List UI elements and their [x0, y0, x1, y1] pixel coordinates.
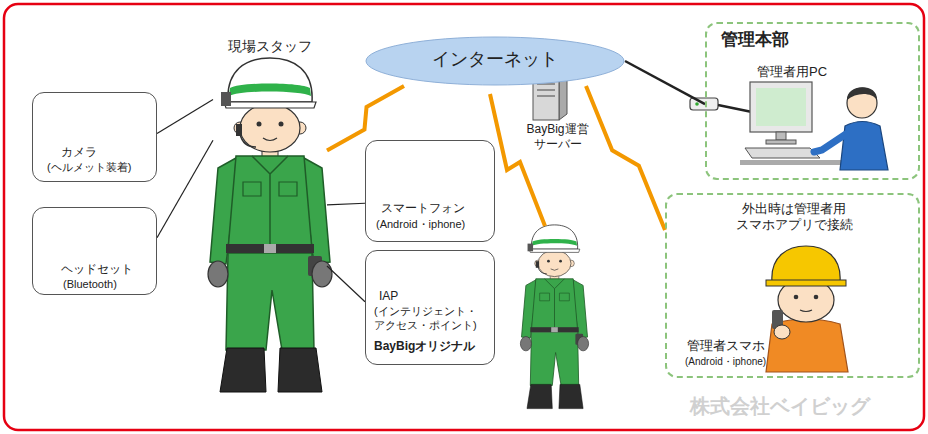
- connector-line: [327, 203, 365, 205]
- manager-eye: [794, 295, 799, 300]
- server-node: BayBig運営 サーバー: [510, 72, 605, 154]
- camera-box: カメラ(ヘルメット装着): [32, 92, 157, 182]
- monitor-base: [766, 140, 796, 144]
- connector-line: [157, 99, 213, 133]
- field-staff-figure: [208, 58, 332, 392]
- wireless-bolt: [586, 86, 665, 230]
- node-text: 管理者スマホ: [687, 338, 765, 354]
- headset-box: ヘッドセット(Bluetooth): [32, 207, 157, 295]
- second-staff-figure: [520, 225, 588, 409]
- connector-line: [327, 266, 365, 302]
- node-heading: カメラ: [61, 145, 97, 160]
- node-heading: 管理本部: [721, 29, 789, 50]
- router-led: [695, 102, 699, 106]
- node-text: BayBigオリジナル: [374, 339, 475, 354]
- connector-line: [157, 140, 213, 238]
- internet-cloud: インターネット: [365, 36, 625, 86]
- node-text: (Android・iphone): [376, 218, 465, 232]
- headquarters-group: 管理本部管理者用PC: [705, 22, 920, 180]
- lan-cable: [718, 105, 752, 112]
- admin-arm: [814, 134, 846, 152]
- manager-helmet: [772, 246, 840, 282]
- node-heading: 外出時は管理者用 スマホアプリで接続: [729, 201, 859, 234]
- node-text: (ヘルメット装着): [47, 161, 131, 175]
- node-heading: IAP: [379, 289, 398, 304]
- connector-line: [625, 61, 705, 104]
- pc-screen: [756, 88, 806, 126]
- admin-head: [847, 88, 877, 118]
- field-staff-figure: 現場スタッフ: [213, 62, 327, 402]
- manager-jacket: [766, 319, 848, 372]
- pc-keyboard: [745, 148, 820, 158]
- node-text: (インテリジェント・ アクセス・ポイント): [374, 305, 492, 333]
- node-heading: BayBig運営 サーバー: [510, 122, 605, 152]
- node-heading: インターネット: [365, 48, 625, 71]
- monitor-stand: [776, 132, 786, 140]
- internet-ellipse: [366, 37, 624, 85]
- node-heading: 現場スタッフ: [210, 38, 330, 56]
- node-text: (Bluetooth): [63, 278, 117, 292]
- pc-monitor: [750, 82, 812, 132]
- smartphone-box: スマートフォン (Android・iphone): [365, 140, 495, 242]
- manager-helmet-brim: [766, 280, 846, 286]
- node-heading: スマートフォン: [381, 201, 465, 216]
- outer-frame: [4, 4, 924, 430]
- node-heading: ヘッドセット: [61, 262, 133, 277]
- watermark: 株式会社ベイビッグ: [690, 393, 870, 420]
- node-text: 管理者用PC: [757, 64, 827, 80]
- admin-shirt: [840, 122, 888, 171]
- manager-eye: [814, 295, 819, 300]
- server-slots: [537, 84, 555, 96]
- mobile-admin-group: 外出時は管理者用 スマホアプリで接続管理者スマホ (Android・iphone): [665, 193, 920, 378]
- iap-box: IAP(インテリジェント・ アクセス・ポイント) BayBigオリジナル: [365, 250, 495, 365]
- admin-hair: [847, 87, 877, 100]
- manager-mouth: [800, 310, 812, 312]
- node-text: (Android・iphone): [685, 356, 766, 369]
- manager-hand: [774, 325, 790, 339]
